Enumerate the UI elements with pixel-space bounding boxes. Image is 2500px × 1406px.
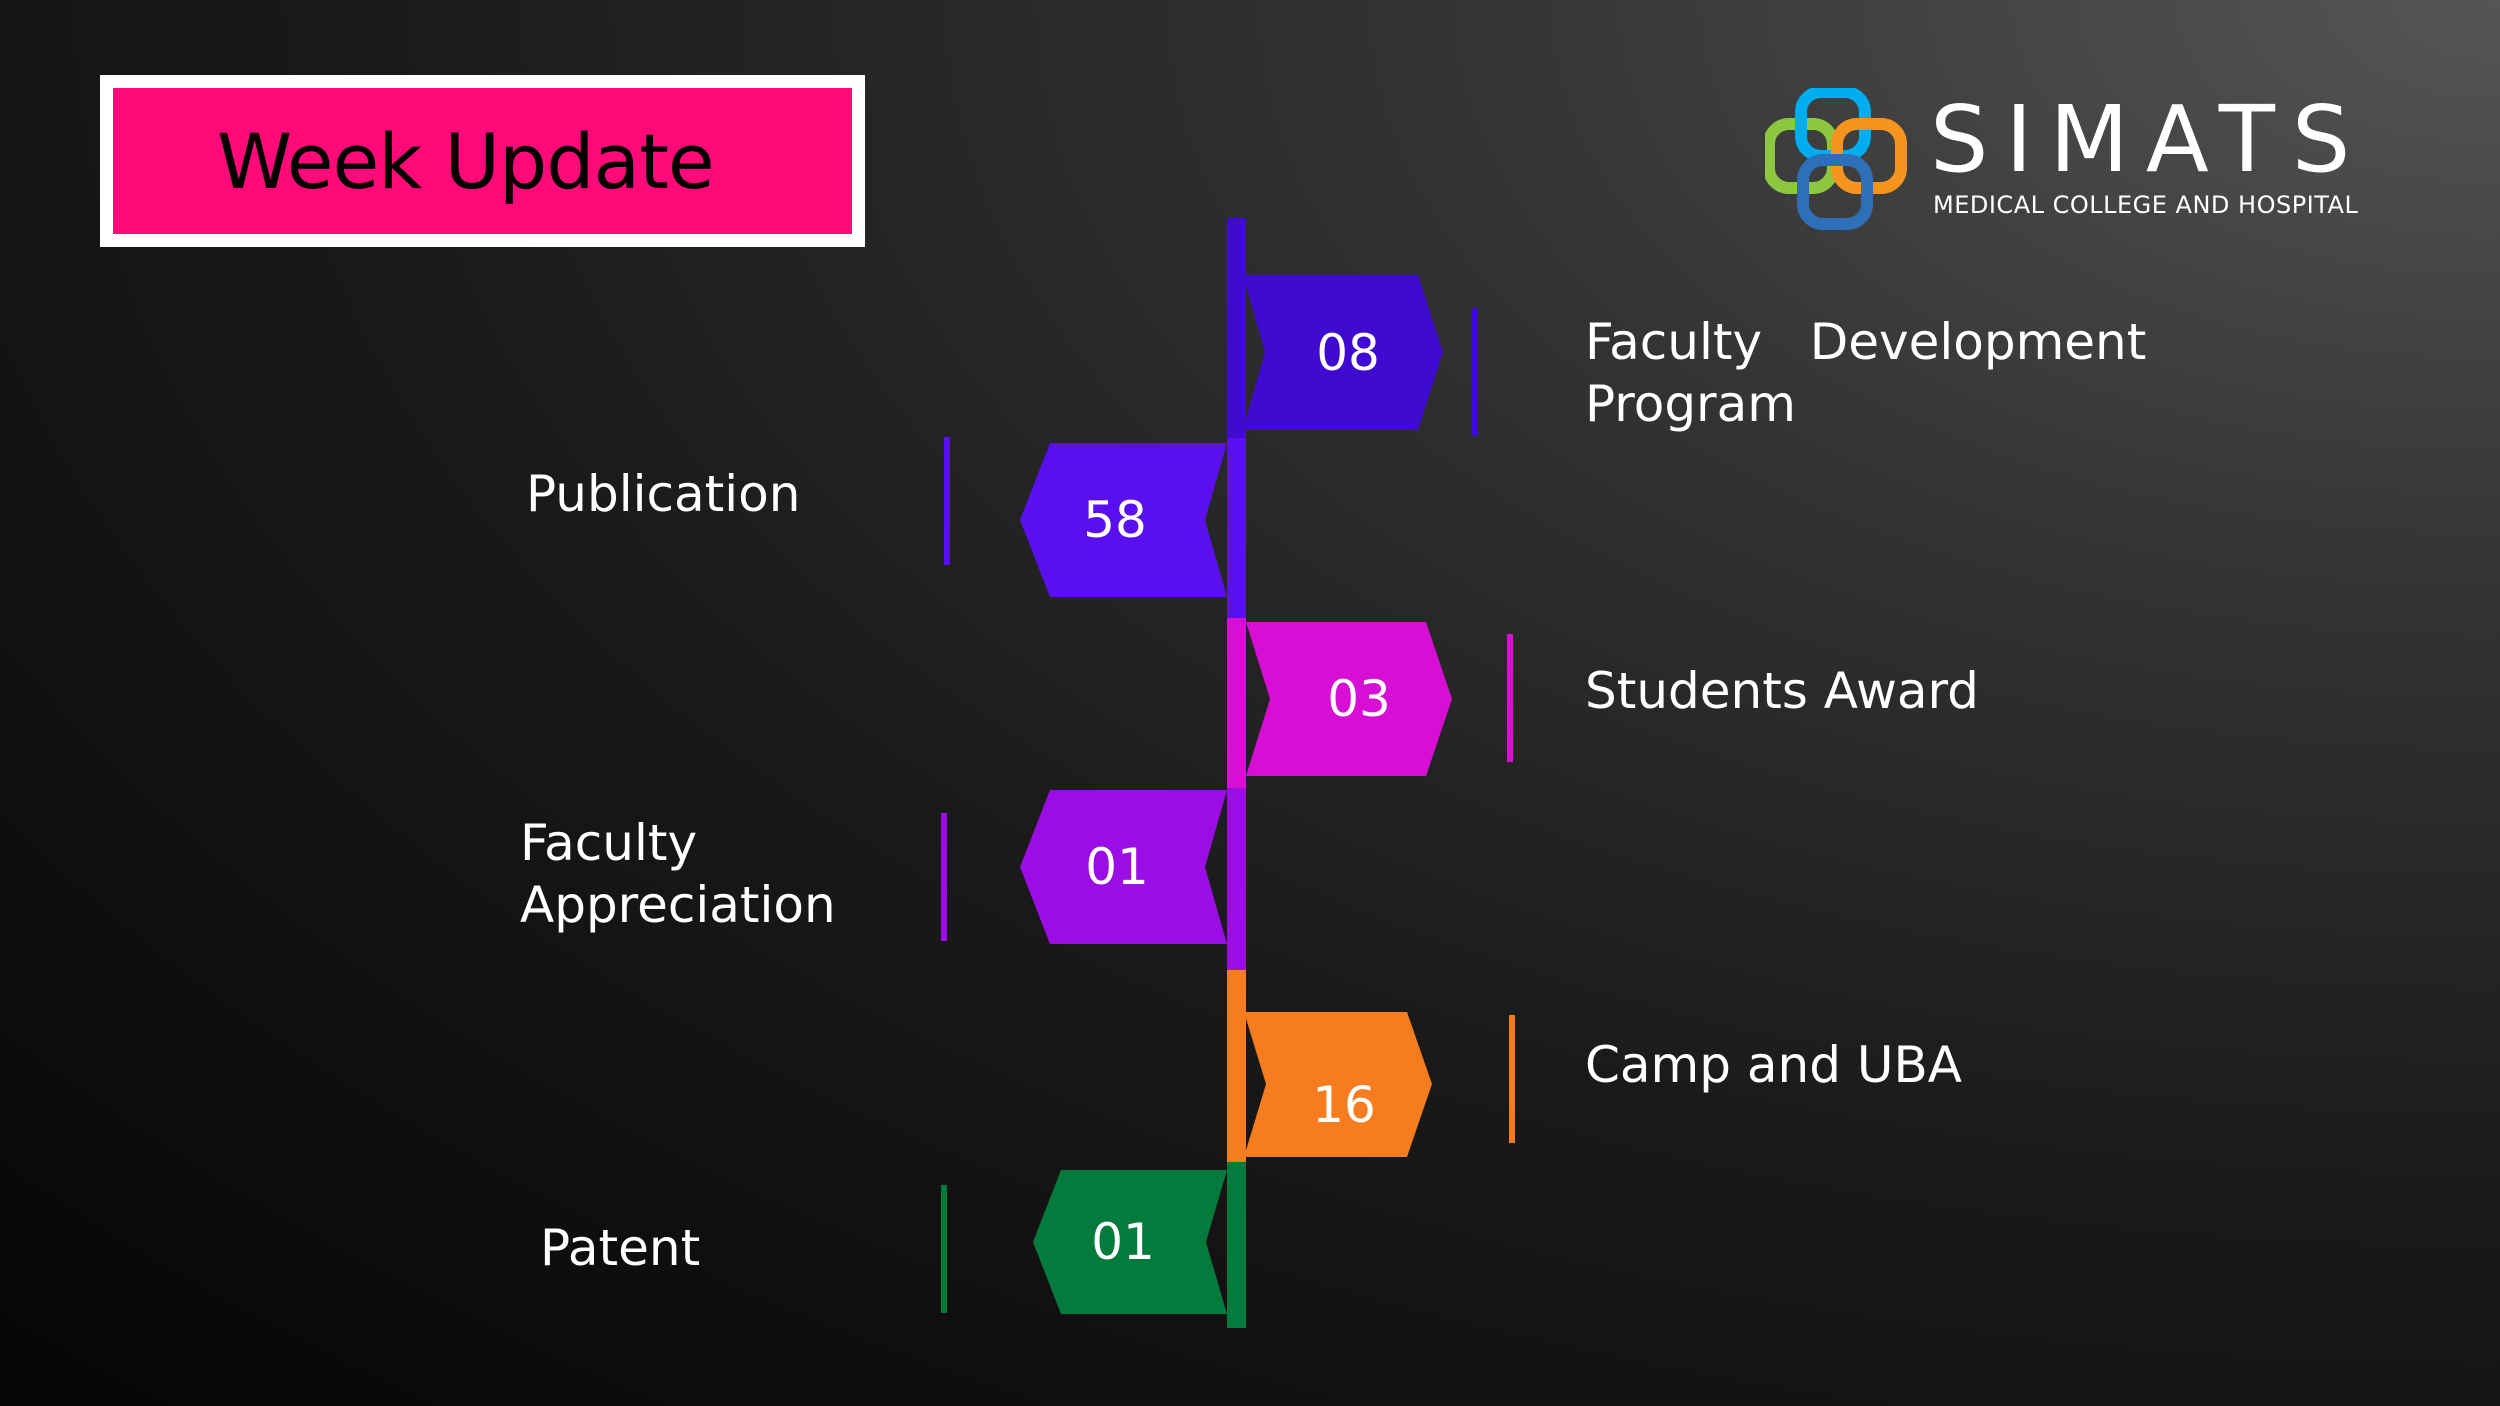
flag-number: 01 <box>1091 1213 1155 1271</box>
label-camp-uba: Camp and UBA <box>1585 1036 1962 1094</box>
timeline-segment <box>1227 438 1246 618</box>
divider-line <box>941 1185 947 1313</box>
flag-number: 01 <box>1085 838 1149 896</box>
title-frame: Week Update <box>100 75 865 247</box>
flag-number: 03 <box>1327 670 1391 728</box>
flag-number: 08 <box>1316 323 1380 382</box>
flag-number: 16 <box>1312 1075 1376 1134</box>
logo-subtitle: MEDICAL COLLEGE AND HOSPITAL <box>1933 191 2359 219</box>
label-line: Faculty Development <box>1585 313 2147 371</box>
logo-name: SIMATS <box>1930 86 2368 193</box>
flag-arrow-shape <box>1033 1170 1227 1314</box>
divider-line <box>1472 308 1478 436</box>
page-title: Week Update <box>217 116 715 206</box>
divider-line <box>1509 1015 1515 1143</box>
flag-arrow-shape <box>1243 275 1443 430</box>
flag-arrow-shape <box>1020 790 1227 944</box>
timeline-segment <box>1227 788 1246 970</box>
simats-logo: SIMATS MEDICAL COLLEGE AND HOSPITAL <box>1765 88 2358 233</box>
label-line: Faculty <box>520 814 698 872</box>
flag-faculty-development: 08 <box>1243 275 1443 430</box>
flag-camp-uba: 16 <box>1244 1012 1432 1157</box>
flag-publication: 58 <box>1020 443 1227 597</box>
timeline-segment <box>1227 1162 1246 1328</box>
title-banner: Week Update <box>113 88 852 234</box>
label-line: Appreciation <box>520 876 836 934</box>
divider-line <box>1507 634 1513 762</box>
label-patent: Patent <box>540 1219 701 1277</box>
flag-faculty-appreciation: 01 <box>1020 790 1227 944</box>
flag-arrow-shape <box>1020 443 1227 597</box>
label-students-award: Students Award <box>1585 662 1979 720</box>
timeline-segment <box>1227 970 1246 1162</box>
label-line: Program <box>1585 375 1796 433</box>
flag-arrow-shape <box>1244 1012 1432 1157</box>
flag-patent: 01 <box>1033 1170 1227 1314</box>
divider-line <box>944 437 950 565</box>
label-faculty-development: Faculty Development Program <box>1585 311 2146 435</box>
label-faculty-appreciation: Faculty Appreciation <box>520 812 836 936</box>
divider-line <box>941 813 947 941</box>
logo-mark-icon <box>1765 88 1907 230</box>
label-publication: Publication <box>526 465 801 523</box>
flag-number: 58 <box>1083 491 1147 549</box>
timeline-segment <box>1227 218 1246 438</box>
flag-arrow-shape <box>1246 622 1452 776</box>
flag-students-award: 03 <box>1246 622 1452 776</box>
timeline-segment <box>1227 618 1246 788</box>
